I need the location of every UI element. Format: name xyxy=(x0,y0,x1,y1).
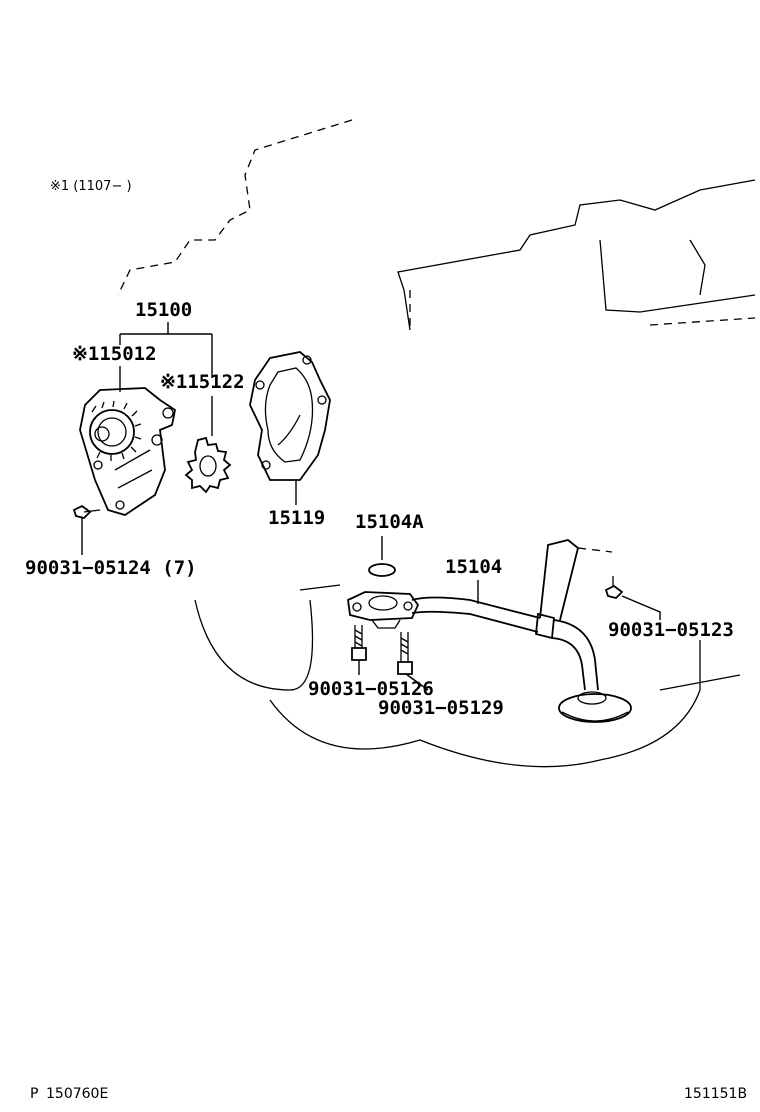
bolt-05126 xyxy=(351,625,367,661)
applicability-note: ※1 (1107− ) xyxy=(50,179,132,194)
bolt-05124 xyxy=(72,504,101,519)
label-15104: 15104 xyxy=(445,556,502,578)
o-ring xyxy=(368,563,396,577)
label-90031-05124: 90031−05124 (7) xyxy=(25,557,197,579)
bolt-05129 xyxy=(397,632,413,675)
oil-pump-body xyxy=(79,387,177,516)
footer-right-code: 151151B xyxy=(684,1086,747,1102)
label-90031-05126: 90031−05126 xyxy=(308,678,434,700)
footer-prefix: P xyxy=(30,1086,38,1102)
inner-rotor-gear xyxy=(184,436,232,494)
label-15104A: 15104A xyxy=(355,511,424,533)
label-15100: 15100 xyxy=(135,299,192,321)
footer-left-code: 150760E xyxy=(46,1086,108,1102)
leader-05129 xyxy=(405,673,429,691)
oil-strainer xyxy=(347,539,632,723)
label-90031-05129: 90031−05129 xyxy=(378,697,504,719)
label-15122: ※115122 xyxy=(160,371,245,393)
engine-block-outline xyxy=(117,119,756,331)
label-15012: ※115012 xyxy=(72,343,157,365)
label-90031-05123: 90031−05123 xyxy=(608,619,734,641)
bracket-15100 xyxy=(119,322,213,378)
bolt-05123 xyxy=(604,576,624,599)
pump-gasket xyxy=(249,351,331,481)
label-15119: 15119 xyxy=(268,507,325,529)
oil-pan-outline xyxy=(194,584,741,768)
leader-05123 xyxy=(621,595,661,620)
